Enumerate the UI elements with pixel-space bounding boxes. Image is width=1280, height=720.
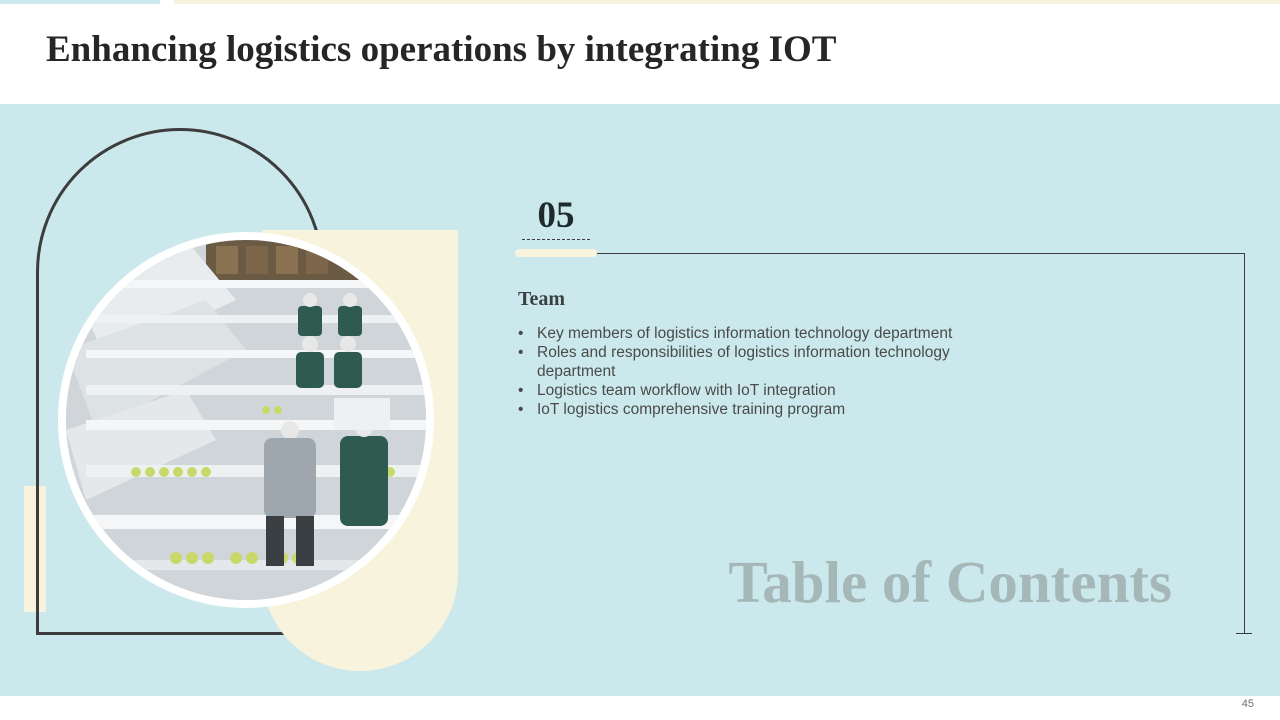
page-number: 45	[1241, 698, 1254, 710]
section-number: 05	[537, 195, 575, 236]
content-frame-top-line	[597, 253, 1245, 254]
decorative-pill-marker	[515, 249, 597, 257]
section-bullet-list: Key members of logistics information tec…	[518, 324, 988, 419]
top-accent-bar-right	[174, 0, 1280, 4]
slide-title: Enhancing logistics operations by integr…	[46, 29, 837, 70]
content-frame-right-line	[1244, 253, 1245, 634]
top-accent-bar-left	[0, 0, 160, 4]
content-frame-foot-line	[1236, 633, 1252, 634]
bullet-item: IoT logistics comprehensive training pro…	[518, 400, 988, 419]
bullet-item: Logistics team workflow with IoT integra…	[518, 381, 988, 400]
warehouse-photo-illustration	[66, 240, 426, 600]
section-heading: Team	[518, 288, 566, 310]
section-number-dashed-underline	[522, 239, 590, 240]
table-of-contents-watermark: Table of Contents	[728, 549, 1172, 615]
bullet-item: Key members of logistics information tec…	[518, 324, 988, 343]
warehouse-photo	[58, 232, 434, 608]
bullet-item: Roles and responsibilities of logistics …	[518, 343, 988, 381]
